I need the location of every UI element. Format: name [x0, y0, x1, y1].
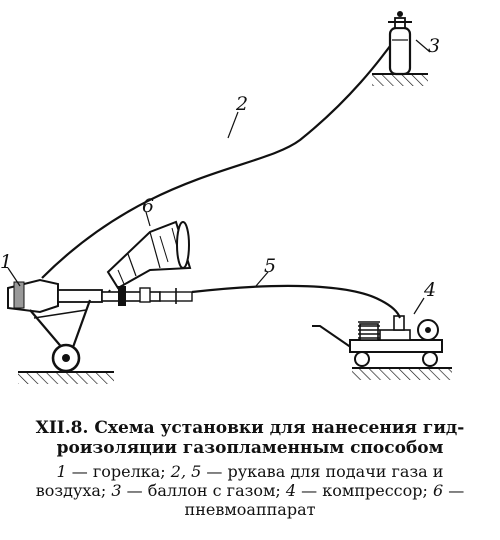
gas-hose [41, 37, 397, 279]
pneumatic-apparatus [103, 220, 192, 301]
legend-index: 2, 5 [170, 462, 202, 481]
leader-lines [7, 39, 431, 315]
label-burner: 1 [0, 251, 12, 273]
label-air-hose: 5 [264, 255, 276, 277]
gas-cylinder [372, 11, 428, 86]
legend-text: — пневмоаппарат [184, 481, 465, 519]
legend-index: 3 [111, 481, 122, 500]
label-gas-hose: 2 [235, 93, 248, 115]
legend-text: — рукава для подачи газа и воздуха; [35, 462, 444, 500]
figure-caption: XII.8. Схема установки для нанесения гид… [0, 418, 500, 519]
air-hose [191, 284, 402, 319]
legend-index: 1 [56, 462, 67, 481]
caption-title: XII.8. Схема установки для нанесения гид… [35, 418, 465, 458]
legend-index: 4 [285, 481, 297, 500]
label-compressor: 4 [423, 279, 436, 301]
label-pneumatic-apparatus: 6 [142, 195, 154, 217]
legend-text: — компрессор; [296, 481, 433, 500]
legend-text: — горелка; [66, 462, 171, 481]
legend-index: 6 [432, 481, 444, 500]
label-cylinder: 3 [428, 35, 440, 57]
burner [7, 278, 193, 384]
installation-diagram: 1 2 3 4 5 6 [0, 11, 452, 384]
caption-legend: 1 — горелка; 2, 5 — рукава для подачи га… [22, 462, 478, 519]
compressor [312, 315, 452, 380]
legend-text: — баллон с газом; [121, 481, 286, 500]
